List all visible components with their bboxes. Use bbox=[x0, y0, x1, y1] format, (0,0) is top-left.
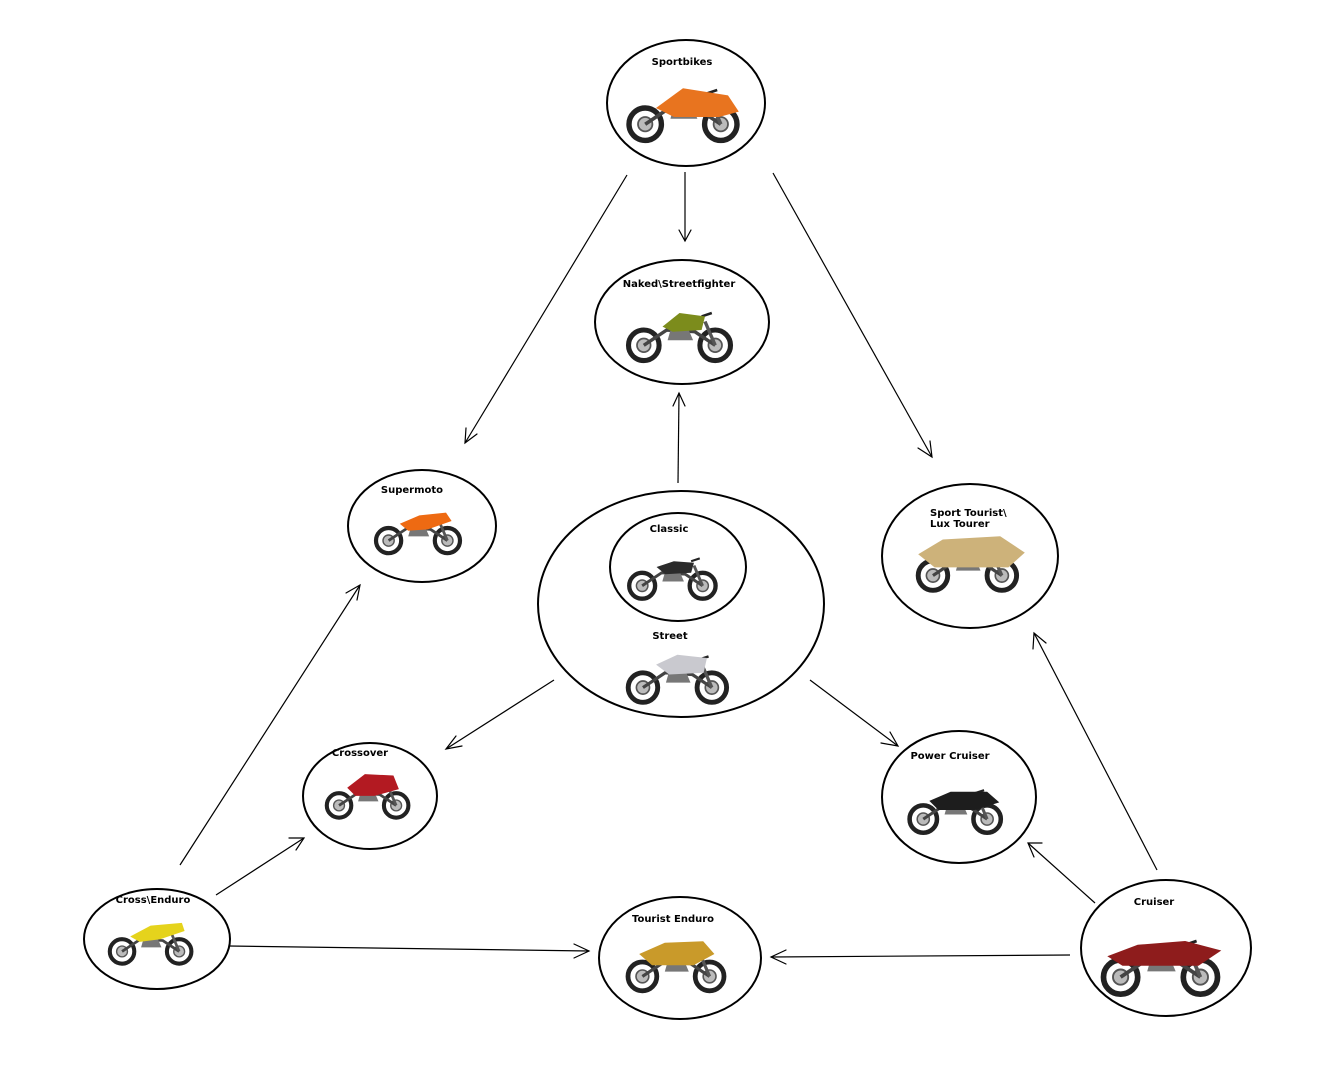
node-naked-streetfighter: Naked\Streetfighter bbox=[594, 259, 770, 385]
node-crossover-label: Crossover bbox=[332, 748, 388, 759]
node-power-cruiser: Power Cruiser bbox=[881, 730, 1037, 864]
node-cross-enduro: Cross\Enduro bbox=[83, 888, 231, 990]
node-sport-tourist-label-line2: Lux Tourer bbox=[930, 519, 990, 530]
dirt-bike-icon bbox=[110, 922, 192, 964]
node-power-cruiser-label: Power Cruiser bbox=[910, 751, 989, 762]
edge-street-to-power-cruiser bbox=[809, 679, 900, 747]
node-sportbikes: Sportbikes bbox=[606, 39, 766, 167]
edge-cross-enduro-to-crossover bbox=[215, 837, 306, 896]
edge-cross-enduro-to-supermoto bbox=[179, 583, 361, 866]
node-tourist-enduro-label: Tourist Enduro bbox=[632, 914, 714, 925]
street-bike-icon bbox=[628, 655, 726, 703]
edge-sportbikes-to-sport-tourist bbox=[772, 172, 933, 459]
naked-bike-icon bbox=[629, 313, 731, 361]
supermoto-icon bbox=[376, 513, 460, 554]
node-classic: Classic bbox=[609, 512, 747, 622]
edge-cruiser-to-sport-tourist bbox=[1032, 631, 1158, 871]
node-classic-label: Classic bbox=[650, 524, 689, 535]
classic-bike-icon bbox=[629, 558, 715, 598]
edge-street-to-naked bbox=[672, 391, 686, 484]
node-cruiser-label: Cruiser bbox=[1134, 897, 1175, 908]
node-supermoto-label: Supermoto bbox=[381, 485, 443, 496]
edge-sportbikes-to-supermoto bbox=[464, 174, 628, 445]
edge-sportbikes-to-naked bbox=[678, 172, 692, 243]
adventure-bike-icon bbox=[628, 941, 724, 991]
node-street: Street bbox=[537, 490, 825, 718]
node-sport-tourist: Sport Tourist\ Lux Tourer bbox=[881, 483, 1059, 629]
node-supermoto: Supermoto bbox=[347, 469, 497, 583]
edge-cruiser-to-tourist-enduro bbox=[769, 949, 1071, 965]
crossover-bike-icon bbox=[327, 774, 409, 818]
cruiser-icon bbox=[1104, 941, 1222, 994]
sportbike-icon bbox=[629, 88, 739, 140]
edge-cross-enduro-to-tourist-enduro bbox=[228, 943, 591, 959]
node-sport-tourist-label-line1: Sport Tourist\ bbox=[930, 508, 1007, 519]
node-sportbikes-label: Sportbikes bbox=[652, 57, 713, 68]
touring-bike-icon bbox=[918, 536, 1025, 590]
node-cruiser: Cruiser bbox=[1080, 879, 1252, 1017]
node-crossover: Crossover bbox=[302, 742, 438, 850]
edge-street-to-crossover bbox=[444, 679, 555, 750]
node-tourist-enduro: Tourist Enduro bbox=[598, 896, 762, 1020]
node-cross-enduro-label: Cross\Enduro bbox=[116, 895, 191, 906]
node-street-label: Street bbox=[652, 631, 687, 642]
node-naked-label: Naked\Streetfighter bbox=[623, 279, 736, 290]
power-cruiser-icon bbox=[910, 790, 1001, 833]
edge-cruiser-to-power-cruiser bbox=[1027, 842, 1096, 904]
